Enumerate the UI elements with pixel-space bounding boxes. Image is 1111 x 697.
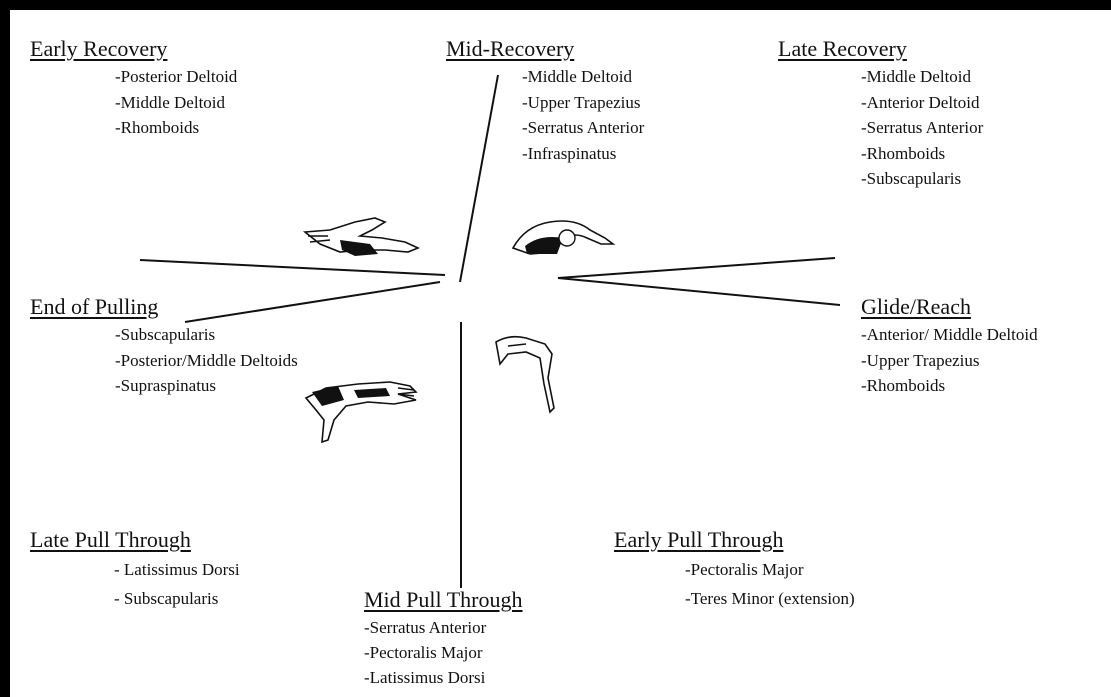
muscle-item: - Latissimus Dorsi xyxy=(114,555,240,584)
muscle-item: -Rhomboids xyxy=(861,141,983,167)
phase-mid-recovery: Mid-Recovery -Middle Deltoid -Upper Trap… xyxy=(446,36,644,166)
muscle-item: -Subscapularis xyxy=(115,322,298,348)
muscle-item: -Rhomboids xyxy=(861,373,1038,399)
muscle-item: -Serratus Anterior xyxy=(364,615,523,640)
muscle-list: -Subscapularis -Posterior/Middle Deltoid… xyxy=(115,322,298,399)
swimmer-glide-reach xyxy=(490,328,570,418)
muscle-item: -Middle Deltoid xyxy=(861,64,983,90)
divider-line-right-upper xyxy=(558,258,835,278)
muscle-item: -Rhomboids xyxy=(115,115,237,141)
muscle-item: -Pectoralis Major xyxy=(685,555,855,584)
muscle-item: -Serratus Anterior xyxy=(522,115,644,141)
phase-early-recovery: Early Recovery -Posterior Deltoid -Middl… xyxy=(30,36,237,141)
muscle-item: -Anterior Deltoid xyxy=(861,90,983,116)
phase-title: Mid Pull Through xyxy=(364,587,523,613)
phase-title: Glide/Reach xyxy=(861,294,1038,320)
muscle-list: -Middle Deltoid -Anterior Deltoid -Serra… xyxy=(861,64,983,192)
muscle-item: -Posterior Deltoid xyxy=(115,64,237,90)
divider-line-right-lower xyxy=(558,278,840,305)
phase-title: Early Pull Through xyxy=(614,527,855,553)
phase-end-of-pulling: End of Pulling -Subscapularis -Posterior… xyxy=(30,294,298,399)
muscle-item: -Anterior/ Middle Deltoid xyxy=(861,322,1038,348)
muscle-item: -Supraspinatus xyxy=(115,373,298,399)
muscle-list: -Serratus Anterior -Pectoralis Major -La… xyxy=(364,615,523,690)
muscle-list: -Pectoralis Major -Teres Minor (extensio… xyxy=(685,555,855,613)
muscle-item: - Subscapularis xyxy=(114,584,240,613)
muscle-item: -Middle Deltoid xyxy=(522,64,644,90)
muscle-item: -Serratus Anterior xyxy=(861,115,983,141)
muscle-item: -Subscapularis xyxy=(861,166,983,192)
phase-title: Late Pull Through xyxy=(30,527,240,553)
muscle-list: - Latissimus Dorsi - Subscapularis xyxy=(114,555,240,613)
phase-glide-reach: Glide/Reach -Anterior/ Middle Deltoid -U… xyxy=(861,294,1038,399)
muscle-item: -Middle Deltoid xyxy=(115,90,237,116)
phase-late-recovery: Late Recovery -Middle Deltoid -Anterior … xyxy=(778,36,983,192)
swimmer-end-of-pulling xyxy=(298,372,420,447)
phase-title: Early Recovery xyxy=(30,36,237,62)
swimmer-mid-recovery xyxy=(505,208,620,260)
phase-late-pull-through: Late Pull Through - Latissimus Dorsi - S… xyxy=(30,527,240,613)
muscle-item: -Posterior/Middle Deltoids xyxy=(115,348,298,374)
phase-title: Late Recovery xyxy=(778,36,983,62)
muscle-list: -Anterior/ Middle Deltoid -Upper Trapezi… xyxy=(861,322,1038,399)
muscle-item: -Teres Minor (extension) xyxy=(685,584,855,613)
muscle-list: -Posterior Deltoid -Middle Deltoid -Rhom… xyxy=(115,64,237,141)
phase-mid-pull-through: Mid Pull Through -Serratus Anterior -Pec… xyxy=(364,587,523,690)
divider-line-left xyxy=(140,260,445,275)
muscle-item: -Pectoralis Major xyxy=(364,640,523,665)
muscle-list: -Middle Deltoid -Upper Trapezius -Serrat… xyxy=(522,64,644,166)
muscle-item: -Upper Trapezius xyxy=(522,90,644,116)
phase-early-pull-through: Early Pull Through -Pectoralis Major -Te… xyxy=(614,527,855,613)
muscle-item: -Upper Trapezius xyxy=(861,348,1038,374)
swimmer-early-recovery xyxy=(300,210,425,260)
diagram-frame: Early Recovery -Posterior Deltoid -Middl… xyxy=(10,10,1111,697)
phase-title: End of Pulling xyxy=(30,294,298,320)
phase-title: Mid-Recovery xyxy=(446,36,644,62)
muscle-item: -Latissimus Dorsi xyxy=(364,665,523,690)
muscle-item: -Infraspinatus xyxy=(522,141,644,167)
